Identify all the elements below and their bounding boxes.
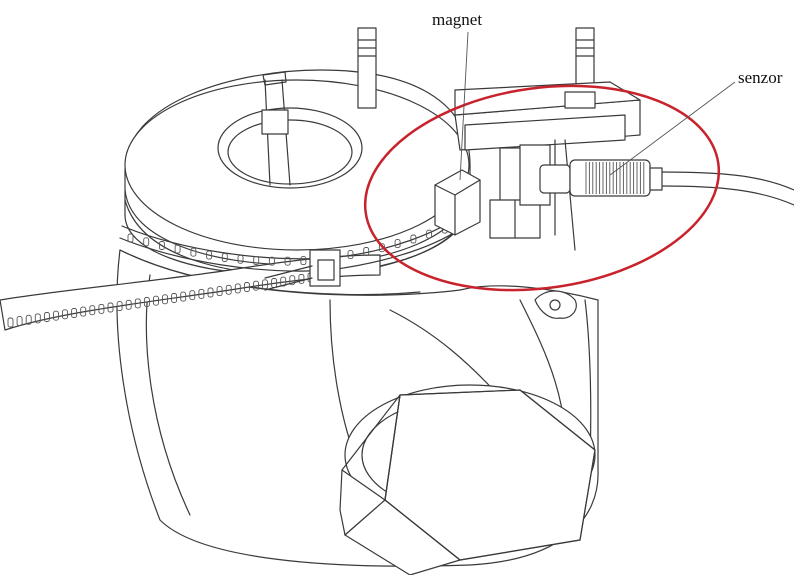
- clamp-slot: [162, 294, 168, 305]
- clamp-slot: [216, 286, 223, 297]
- clamp-slot: [43, 312, 50, 322]
- senzor-label: senzor: [738, 68, 783, 87]
- clamp-slot: [143, 237, 150, 247]
- threaded-stud-left: [357, 27, 377, 109]
- clamp-slot: [16, 316, 23, 327]
- clamp-slot: [7, 317, 14, 328]
- sensor-cable: [661, 171, 794, 206]
- clamp-slot: [180, 291, 187, 302]
- sensor-thread: [585, 162, 645, 194]
- clamp-slot: [394, 239, 401, 249]
- clamp-slot: [189, 290, 196, 301]
- clamp-slot: [171, 293, 178, 303]
- senzor-leader-line: [609, 81, 736, 176]
- clamp-slot: [253, 280, 259, 291]
- clamp-slot: [206, 250, 213, 260]
- clamp-slot: [127, 233, 134, 243]
- clamp-slot: [280, 276, 287, 287]
- magnet-block: [434, 169, 481, 236]
- clamp-slot: [71, 308, 78, 318]
- clamp-slot: [262, 279, 268, 290]
- clamp-slot: [98, 303, 105, 314]
- clamp-slot: [116, 301, 123, 312]
- clamp-slot: [158, 241, 165, 250]
- clamp-slot: [174, 244, 181, 254]
- clamp-slot: [347, 250, 354, 260]
- clamp-slot: [34, 313, 41, 324]
- clamp-slot: [243, 282, 250, 292]
- clamp-slot: [300, 256, 307, 266]
- clamp-slot: [284, 256, 291, 266]
- clamp-slot: [125, 299, 132, 310]
- clamp-slot: [198, 288, 205, 299]
- clamp-slot: [89, 305, 96, 316]
- clamp-slot: [143, 297, 150, 307]
- clamp-slot: [134, 298, 141, 309]
- clamp-slot: [25, 314, 32, 325]
- sensor-body: [539, 159, 663, 197]
- hex-cap: [339, 389, 596, 576]
- lid-strap: [261, 71, 291, 186]
- clamp-slot: [363, 247, 370, 256]
- clamp-slot: [190, 247, 197, 257]
- clamp-slot: [426, 229, 433, 239]
- magnet-label: magnet: [432, 10, 482, 29]
- clamp-slot: [298, 273, 305, 284]
- clamp-slot: [107, 302, 114, 313]
- clamp-slot: [268, 256, 275, 266]
- clamp-slot: [225, 284, 232, 295]
- clamp-slot: [207, 287, 214, 298]
- clamp-slot: [221, 253, 228, 262]
- sensor-bracket: [454, 81, 641, 251]
- clamp-slot: [253, 256, 260, 266]
- clamp-slot: [289, 275, 296, 286]
- clamp-slot: [53, 310, 59, 321]
- top-lid: [124, 69, 471, 276]
- highlight-ellipse: [363, 84, 721, 292]
- clamp-slot: [80, 306, 87, 317]
- clamp-slot: [153, 295, 159, 306]
- magnet-leader-line: [459, 31, 469, 181]
- clamp-slot: [234, 283, 241, 294]
- clamp-slot: [237, 254, 244, 264]
- clamp-slot: [410, 234, 417, 244]
- side-fitting: [534, 290, 577, 319]
- clamp-slot: [62, 309, 68, 320]
